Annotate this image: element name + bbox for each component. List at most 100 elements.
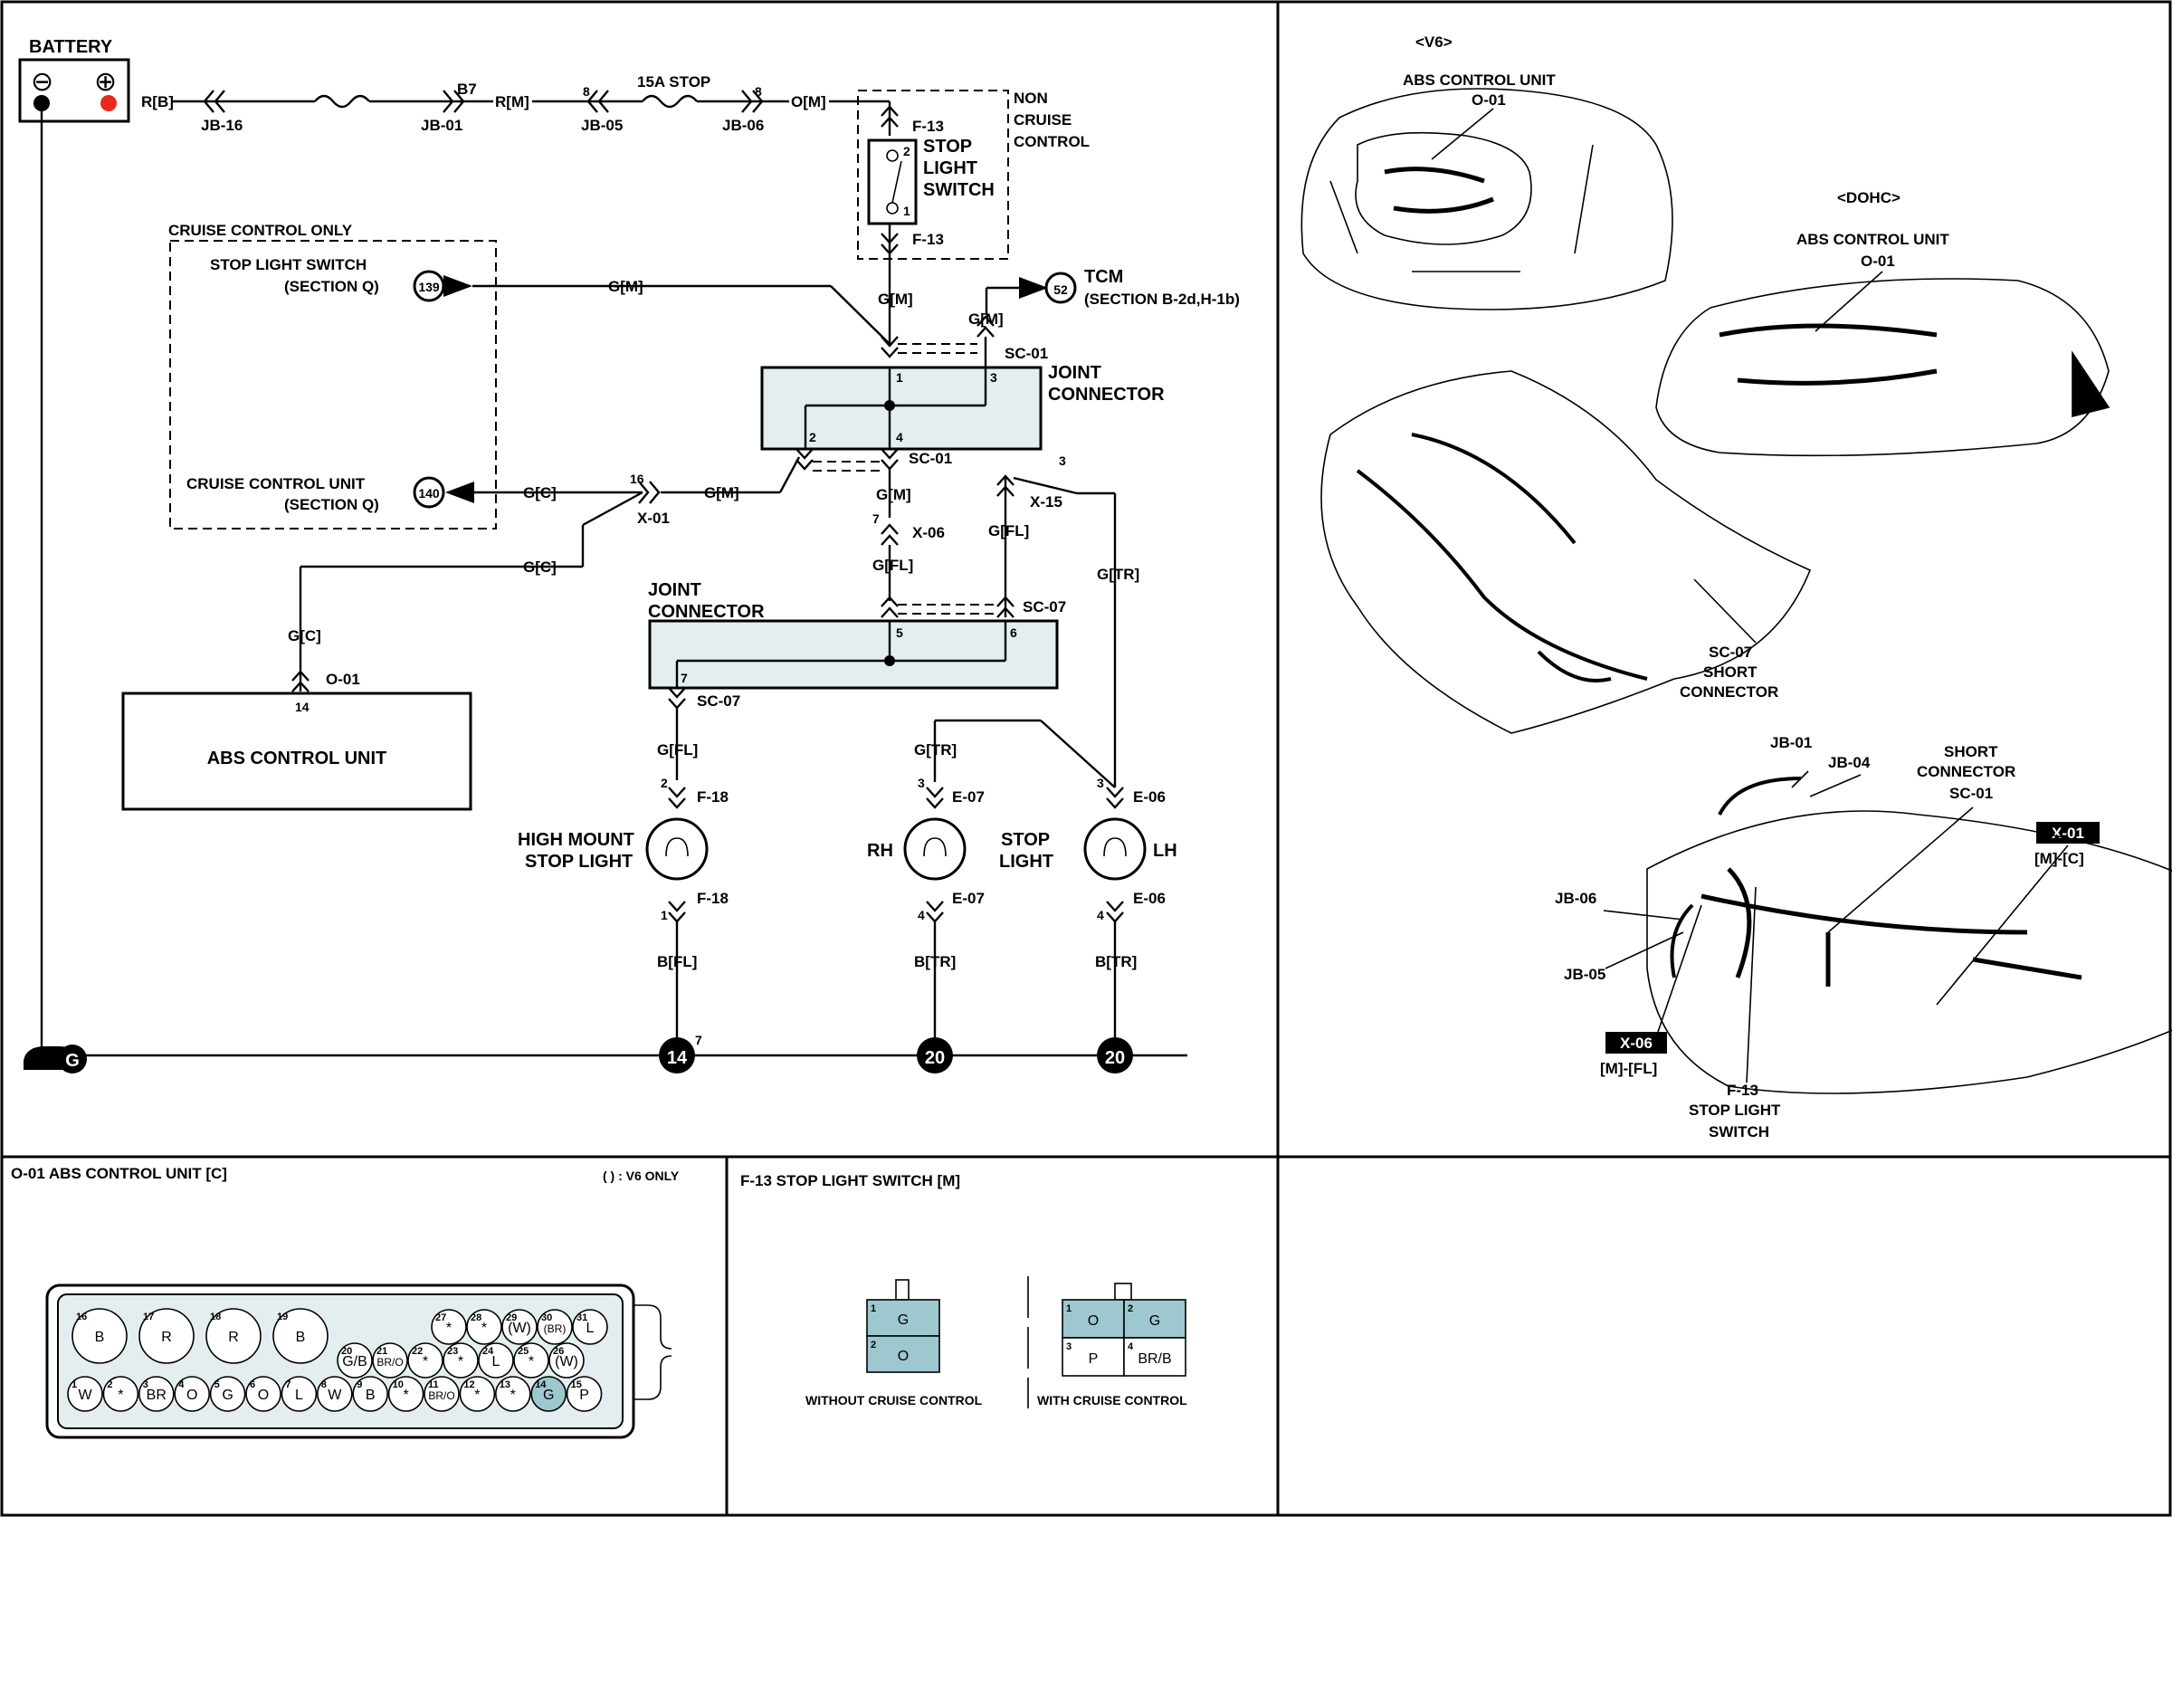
svg-text:2: 2: [809, 430, 816, 444]
svg-text:JB-06: JB-06: [1555, 890, 1596, 907]
svg-text:BR/O: BR/O: [428, 1389, 454, 1402]
v6-engine-bay-illustration: [1300, 88, 1673, 310]
svg-text:X-01: X-01: [637, 510, 670, 527]
svg-text:W: W: [328, 1388, 342, 1403]
svg-text:G[TR]: G[TR]: [1097, 566, 1139, 583]
svg-text:B[FL]: B[FL]: [657, 953, 697, 970]
svg-text:STOP: STOP: [1001, 830, 1050, 850]
svg-text:E-06: E-06: [1133, 890, 1166, 907]
svg-text:1: 1: [71, 1379, 77, 1390]
abs-pin-19: 19B: [272, 1308, 329, 1364]
svg-text:B7: B7: [457, 81, 477, 98]
svg-text:SWITCH: SWITCH: [923, 180, 995, 200]
svg-text:CONNECTOR: CONNECTOR: [1917, 763, 2015, 780]
svg-text:27: 27: [435, 1312, 446, 1323]
battery-negative-icon: ⊖: [31, 67, 53, 97]
svg-text:7: 7: [681, 671, 688, 685]
svg-text:1: 1: [896, 370, 903, 385]
svg-text:31: 31: [576, 1312, 587, 1323]
svg-text:4: 4: [1097, 908, 1104, 922]
svg-text:14: 14: [295, 700, 310, 714]
svg-text:7: 7: [872, 511, 880, 526]
svg-text:O: O: [186, 1388, 197, 1403]
abs-pin-20: 20G/B: [337, 1342, 373, 1379]
svg-text:20: 20: [341, 1346, 352, 1357]
svg-text:139: 139: [418, 280, 440, 294]
svg-text:10: 10: [393, 1379, 404, 1390]
abs-pin-17: 17R: [138, 1308, 195, 1364]
svg-text:2: 2: [903, 144, 910, 158]
svg-text:LIGHT: LIGHT: [923, 158, 977, 178]
svg-text:CONNECTOR: CONNECTOR: [648, 602, 765, 622]
svg-text:BR: BR: [147, 1388, 167, 1403]
svg-text:*: *: [529, 1354, 534, 1369]
svg-text:13: 13: [500, 1379, 510, 1390]
svg-text:[M]-[C]: [M]-[C]: [2034, 850, 2084, 867]
svg-text:R: R: [161, 1330, 172, 1345]
abs-pin-25: 25*: [513, 1342, 549, 1379]
svg-text:8: 8: [583, 84, 590, 99]
svg-text:X-06: X-06: [912, 524, 945, 541]
svg-text:17: 17: [143, 1312, 154, 1322]
svg-text:B: B: [366, 1388, 376, 1403]
f13-pin-1: 1O: [1062, 1299, 1125, 1339]
svg-text:CRUISE CONTROL ONLY: CRUISE CONTROL ONLY: [168, 222, 353, 239]
svg-text:G[M]: G[M]: [704, 484, 739, 501]
abs-control-unit: O-01 14 ABS CONTROL UNIT: [121, 670, 472, 811]
panel-borders: [0, 0, 2172, 1517]
svg-text:G: G: [543, 1388, 554, 1403]
svg-text:RH: RH: [867, 841, 893, 861]
svg-text:R: R: [228, 1330, 239, 1345]
abs-pin-23: 23*: [443, 1342, 479, 1379]
svg-text:STOP: STOP: [923, 137, 972, 157]
f13-pin-2: 2G: [1123, 1299, 1186, 1339]
svg-text:SHORT: SHORT: [1944, 743, 1998, 760]
svg-text:JOINT: JOINT: [1048, 363, 1101, 383]
svg-text:4: 4: [178, 1379, 185, 1390]
abs-pin-12: 12*: [459, 1376, 496, 1412]
svg-text:18: 18: [210, 1312, 221, 1322]
svg-text:3: 3: [1059, 453, 1066, 468]
svg-text:G[FL]: G[FL]: [988, 522, 1029, 539]
stop-light-switch: NON CRUISE CONTROL F-13 2 1 STOP LIGHT S…: [857, 90, 1090, 344]
svg-text:LH: LH: [1153, 841, 1177, 861]
svg-text:JB-01: JB-01: [421, 117, 462, 134]
svg-text:HIGH MOUNT: HIGH MOUNT: [518, 830, 634, 850]
svg-text:G: G: [1149, 1313, 1160, 1329]
svg-text:5: 5: [896, 625, 903, 640]
svg-text:G[C]: G[C]: [288, 627, 321, 644]
stop-lamps: 2 F-18 HIGH MOUNT STOP LIGHT F-18 1 B[FL…: [518, 719, 1177, 1052]
svg-text:O-01: O-01: [1861, 253, 1895, 270]
svg-text:*: *: [481, 1321, 487, 1336]
svg-text:F-13: F-13: [912, 118, 944, 135]
svg-text:R[M]: R[M]: [495, 93, 529, 110]
svg-text:JB-05: JB-05: [1564, 966, 1605, 983]
svg-text:B[TR]: B[TR]: [914, 953, 956, 970]
svg-text:SHORT: SHORT: [1703, 663, 1758, 681]
svg-text:E-06: E-06: [1133, 788, 1166, 806]
joint-connector-sc01: SC-01 JOINT CONNECTOR 1 3 2 4 SC-01 G[M]…: [760, 315, 1165, 601]
svg-text:3: 3: [990, 370, 997, 385]
svg-text:B: B: [296, 1330, 306, 1345]
svg-text:20: 20: [925, 1048, 945, 1068]
svg-text:2: 2: [871, 1340, 876, 1350]
svg-text:O-01: O-01: [326, 671, 360, 688]
svg-text:SC-01: SC-01: [1949, 785, 1993, 802]
svg-text:X-01: X-01: [2052, 825, 2084, 842]
svg-text:140: 140: [418, 486, 440, 501]
svg-text:8: 8: [321, 1379, 327, 1390]
svg-text:JOINT: JOINT: [648, 580, 701, 600]
svg-text:3: 3: [143, 1379, 148, 1390]
svg-text:*: *: [446, 1321, 452, 1336]
stop-fuse-icon: [642, 94, 698, 109]
svg-text:F-13: F-13: [1727, 1082, 1758, 1099]
battery-label: BATTERY: [29, 37, 113, 57]
svg-text:(BR): (BR): [544, 1322, 567, 1335]
svg-text:JB-16: JB-16: [201, 117, 243, 134]
svg-text:15A STOP: 15A STOP: [637, 73, 710, 91]
svg-text:23: 23: [447, 1346, 458, 1357]
svg-text:SC-07: SC-07: [1709, 644, 1752, 661]
abs-pin-7: 7L: [281, 1376, 318, 1412]
